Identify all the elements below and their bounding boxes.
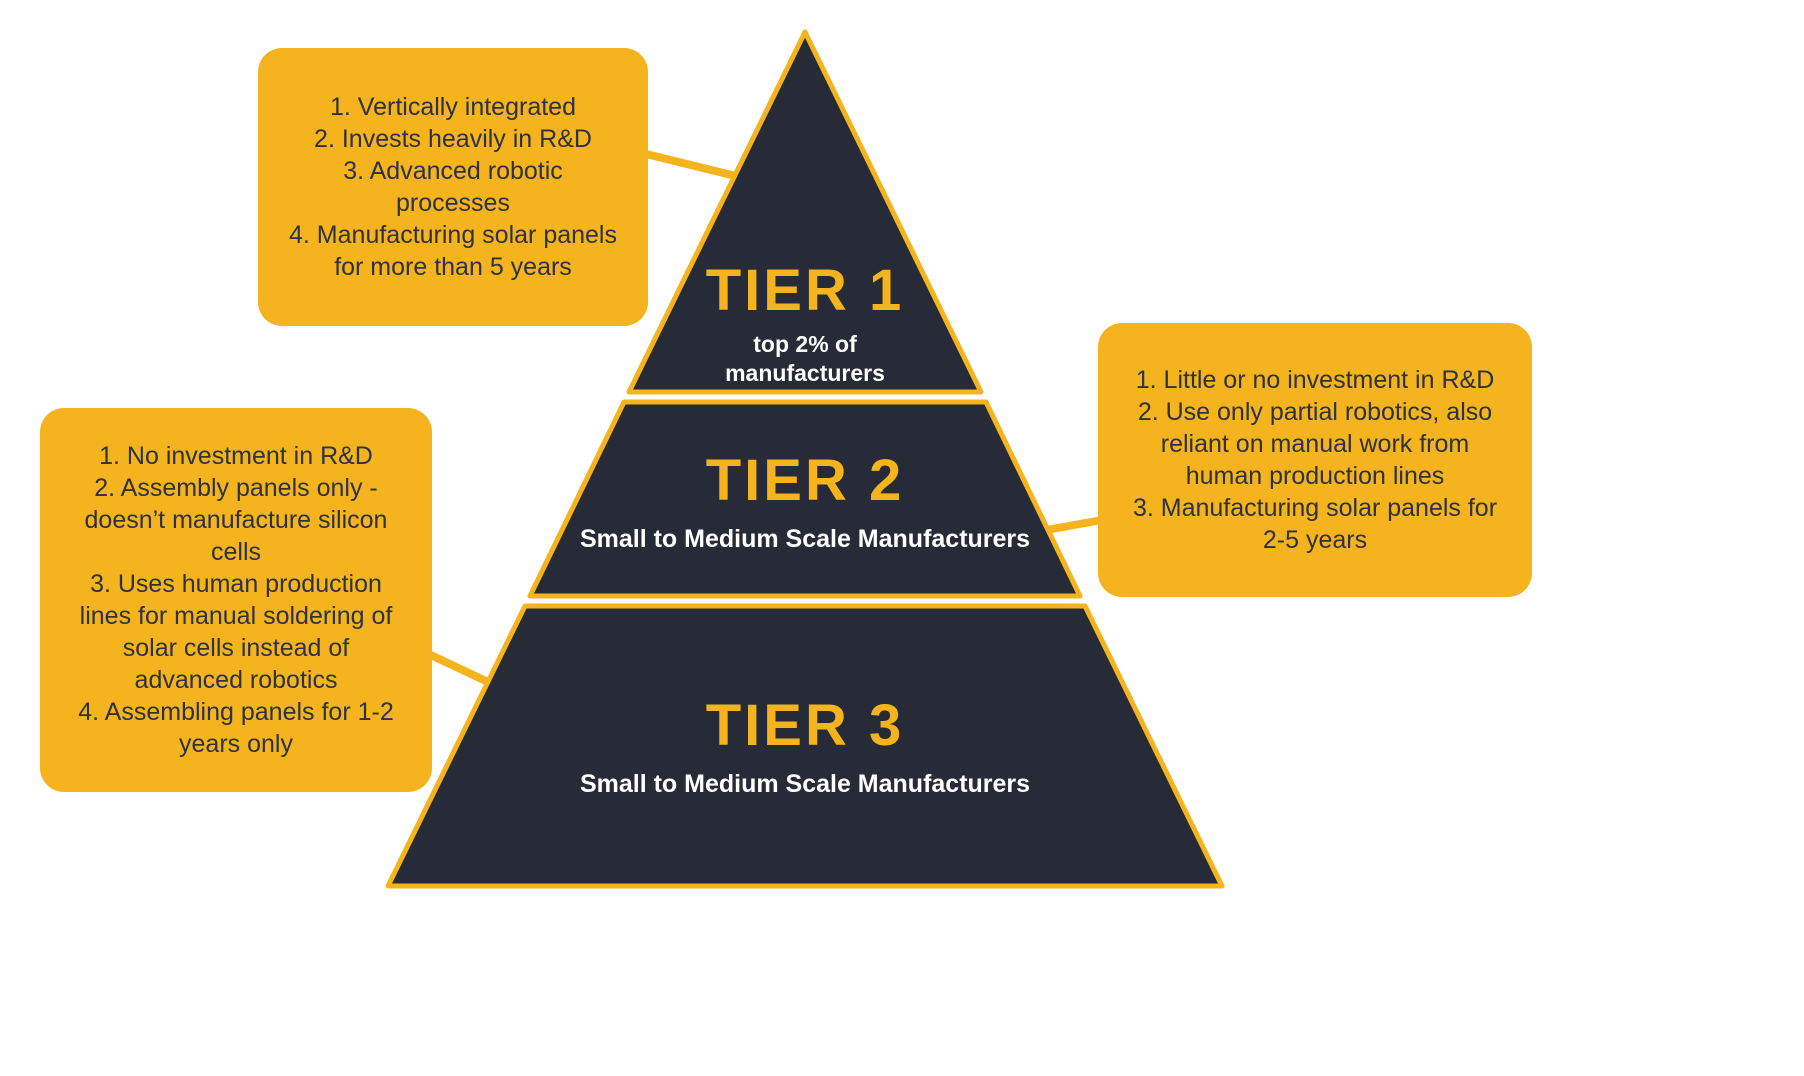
- callout-tier1: 1. Vertically integrated 2. Invests heav…: [258, 48, 648, 326]
- tier1-shape: [626, 29, 984, 395]
- callout-tier2-item-1: 1. Little or no investment in R&D: [1135, 366, 1495, 394]
- callout-tier3-item-1: 1. No investment in R&D: [99, 442, 373, 470]
- callout-tier3-item-2: 2. Assembly panels only - doesn’t manufa…: [84, 474, 388, 566]
- callout-tier1-item-4: 4. Manufacturing solar panels for more t…: [289, 221, 617, 281]
- callout-tier2: 1. Little or no investment in R&D 2. Use…: [1098, 323, 1532, 597]
- callout-tier1-item-3: 3. Advanced robotic processes: [343, 157, 563, 217]
- callout-tier3-item-3: 3. Uses human production lines for manua…: [79, 570, 393, 694]
- callout-tier3-item-4: 4. Assembling panels for 1-2 years only: [78, 698, 394, 758]
- callout-tier2-item-3: 3. Manufacturing solar panels for 2-5 ye…: [1132, 494, 1498, 554]
- callout-tier1-item-2: 2. Invests heavily in R&D: [314, 125, 592, 153]
- tier2-shape: [527, 399, 1083, 599]
- callout-tier3: 1. No investment in R&D 2. Assembly pane…: [40, 408, 432, 792]
- callout-tier2-item-2: 2. Use only partial robotics, also relia…: [1137, 398, 1493, 490]
- tier3-shape: [385, 603, 1225, 889]
- callout-tier1-item-1: 1. Vertically integrated: [330, 93, 576, 121]
